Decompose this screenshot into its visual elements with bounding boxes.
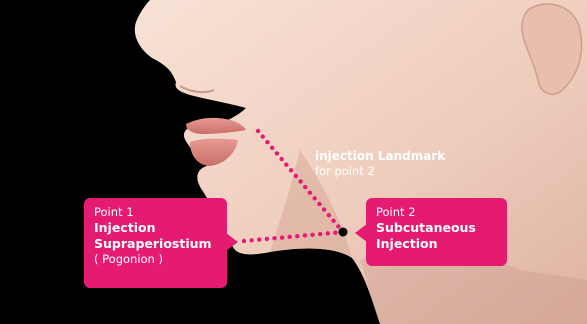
guide-dot xyxy=(294,174,298,178)
guide-dot xyxy=(318,232,322,236)
guide-dot xyxy=(326,231,330,235)
guide-dot xyxy=(284,162,288,166)
guide-dot xyxy=(249,238,253,242)
guide-dot xyxy=(303,233,307,237)
guide-dot xyxy=(298,179,302,183)
guide-dot xyxy=(295,234,299,238)
guide-dot xyxy=(256,129,260,133)
guide-dot xyxy=(270,146,274,150)
landmark-point xyxy=(339,228,348,237)
landmark-subtitle: for point 2 xyxy=(315,164,445,179)
landmark-label: injection Landmark for point 2 xyxy=(315,148,445,179)
point2-line2: Injection xyxy=(376,236,497,252)
landmark-title: injection Landmark xyxy=(315,148,445,164)
guide-dot xyxy=(322,207,326,211)
guide-dot xyxy=(287,235,291,239)
point2-callout: Point 2 Subcutaneous Injection xyxy=(366,198,507,266)
point1-callout: Point 1 Injection Supraperiostium ( Pogo… xyxy=(84,198,227,288)
guide-dot xyxy=(333,230,337,234)
point1-line1: Injection xyxy=(94,220,217,236)
guide-dot xyxy=(265,140,269,144)
guide-dot xyxy=(280,235,284,239)
guide-dot xyxy=(289,168,293,172)
guide-dot xyxy=(331,219,335,223)
guide-dot xyxy=(257,237,261,241)
guide-dot xyxy=(261,134,265,138)
point2-line1: Subcutaneous xyxy=(376,220,497,236)
guide-dot xyxy=(317,202,321,206)
guide-dot xyxy=(303,185,307,189)
point2-label: Point 2 xyxy=(376,205,497,220)
point1-pointer xyxy=(226,233,238,251)
guide-dot xyxy=(312,196,316,200)
guide-dot xyxy=(272,236,276,240)
guide-dot xyxy=(336,224,340,228)
guide-dot xyxy=(265,237,269,241)
guide-dot xyxy=(308,191,312,195)
point1-label: Point 1 xyxy=(94,205,217,220)
point1-line3: ( Pogonion ) xyxy=(94,252,217,267)
guide-dot xyxy=(327,213,331,217)
guide-dot xyxy=(242,239,246,243)
guide-dot xyxy=(279,157,283,161)
guide-dot xyxy=(310,233,314,237)
guide-dot xyxy=(275,151,279,155)
point1-line2: Supraperiostium xyxy=(94,236,217,252)
